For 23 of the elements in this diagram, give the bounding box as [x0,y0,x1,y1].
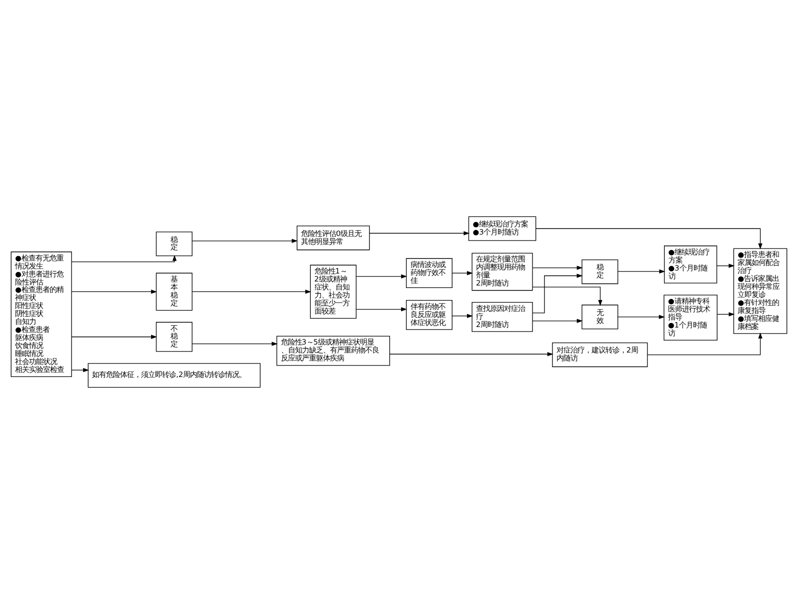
arrow [536,228,762,250]
arrow [71,254,177,262]
arrow [532,286,602,306]
arrow [71,290,158,294]
arrow [452,314,473,318]
arrow [369,231,470,236]
arrow [192,238,298,243]
arrow [532,274,583,314]
arrow [618,314,665,320]
arrow [192,342,278,346]
arrow [356,307,408,312]
arrow [717,312,735,316]
arrow [716,264,735,268]
arrow [71,334,158,339]
arrow [647,332,762,356]
arrow [356,274,408,279]
arrow [71,368,90,372]
arrow [532,266,583,270]
arrow [532,318,583,324]
arrow [618,269,666,274]
arrow [389,352,554,356]
arrow [452,271,473,276]
arrow [192,290,312,294]
